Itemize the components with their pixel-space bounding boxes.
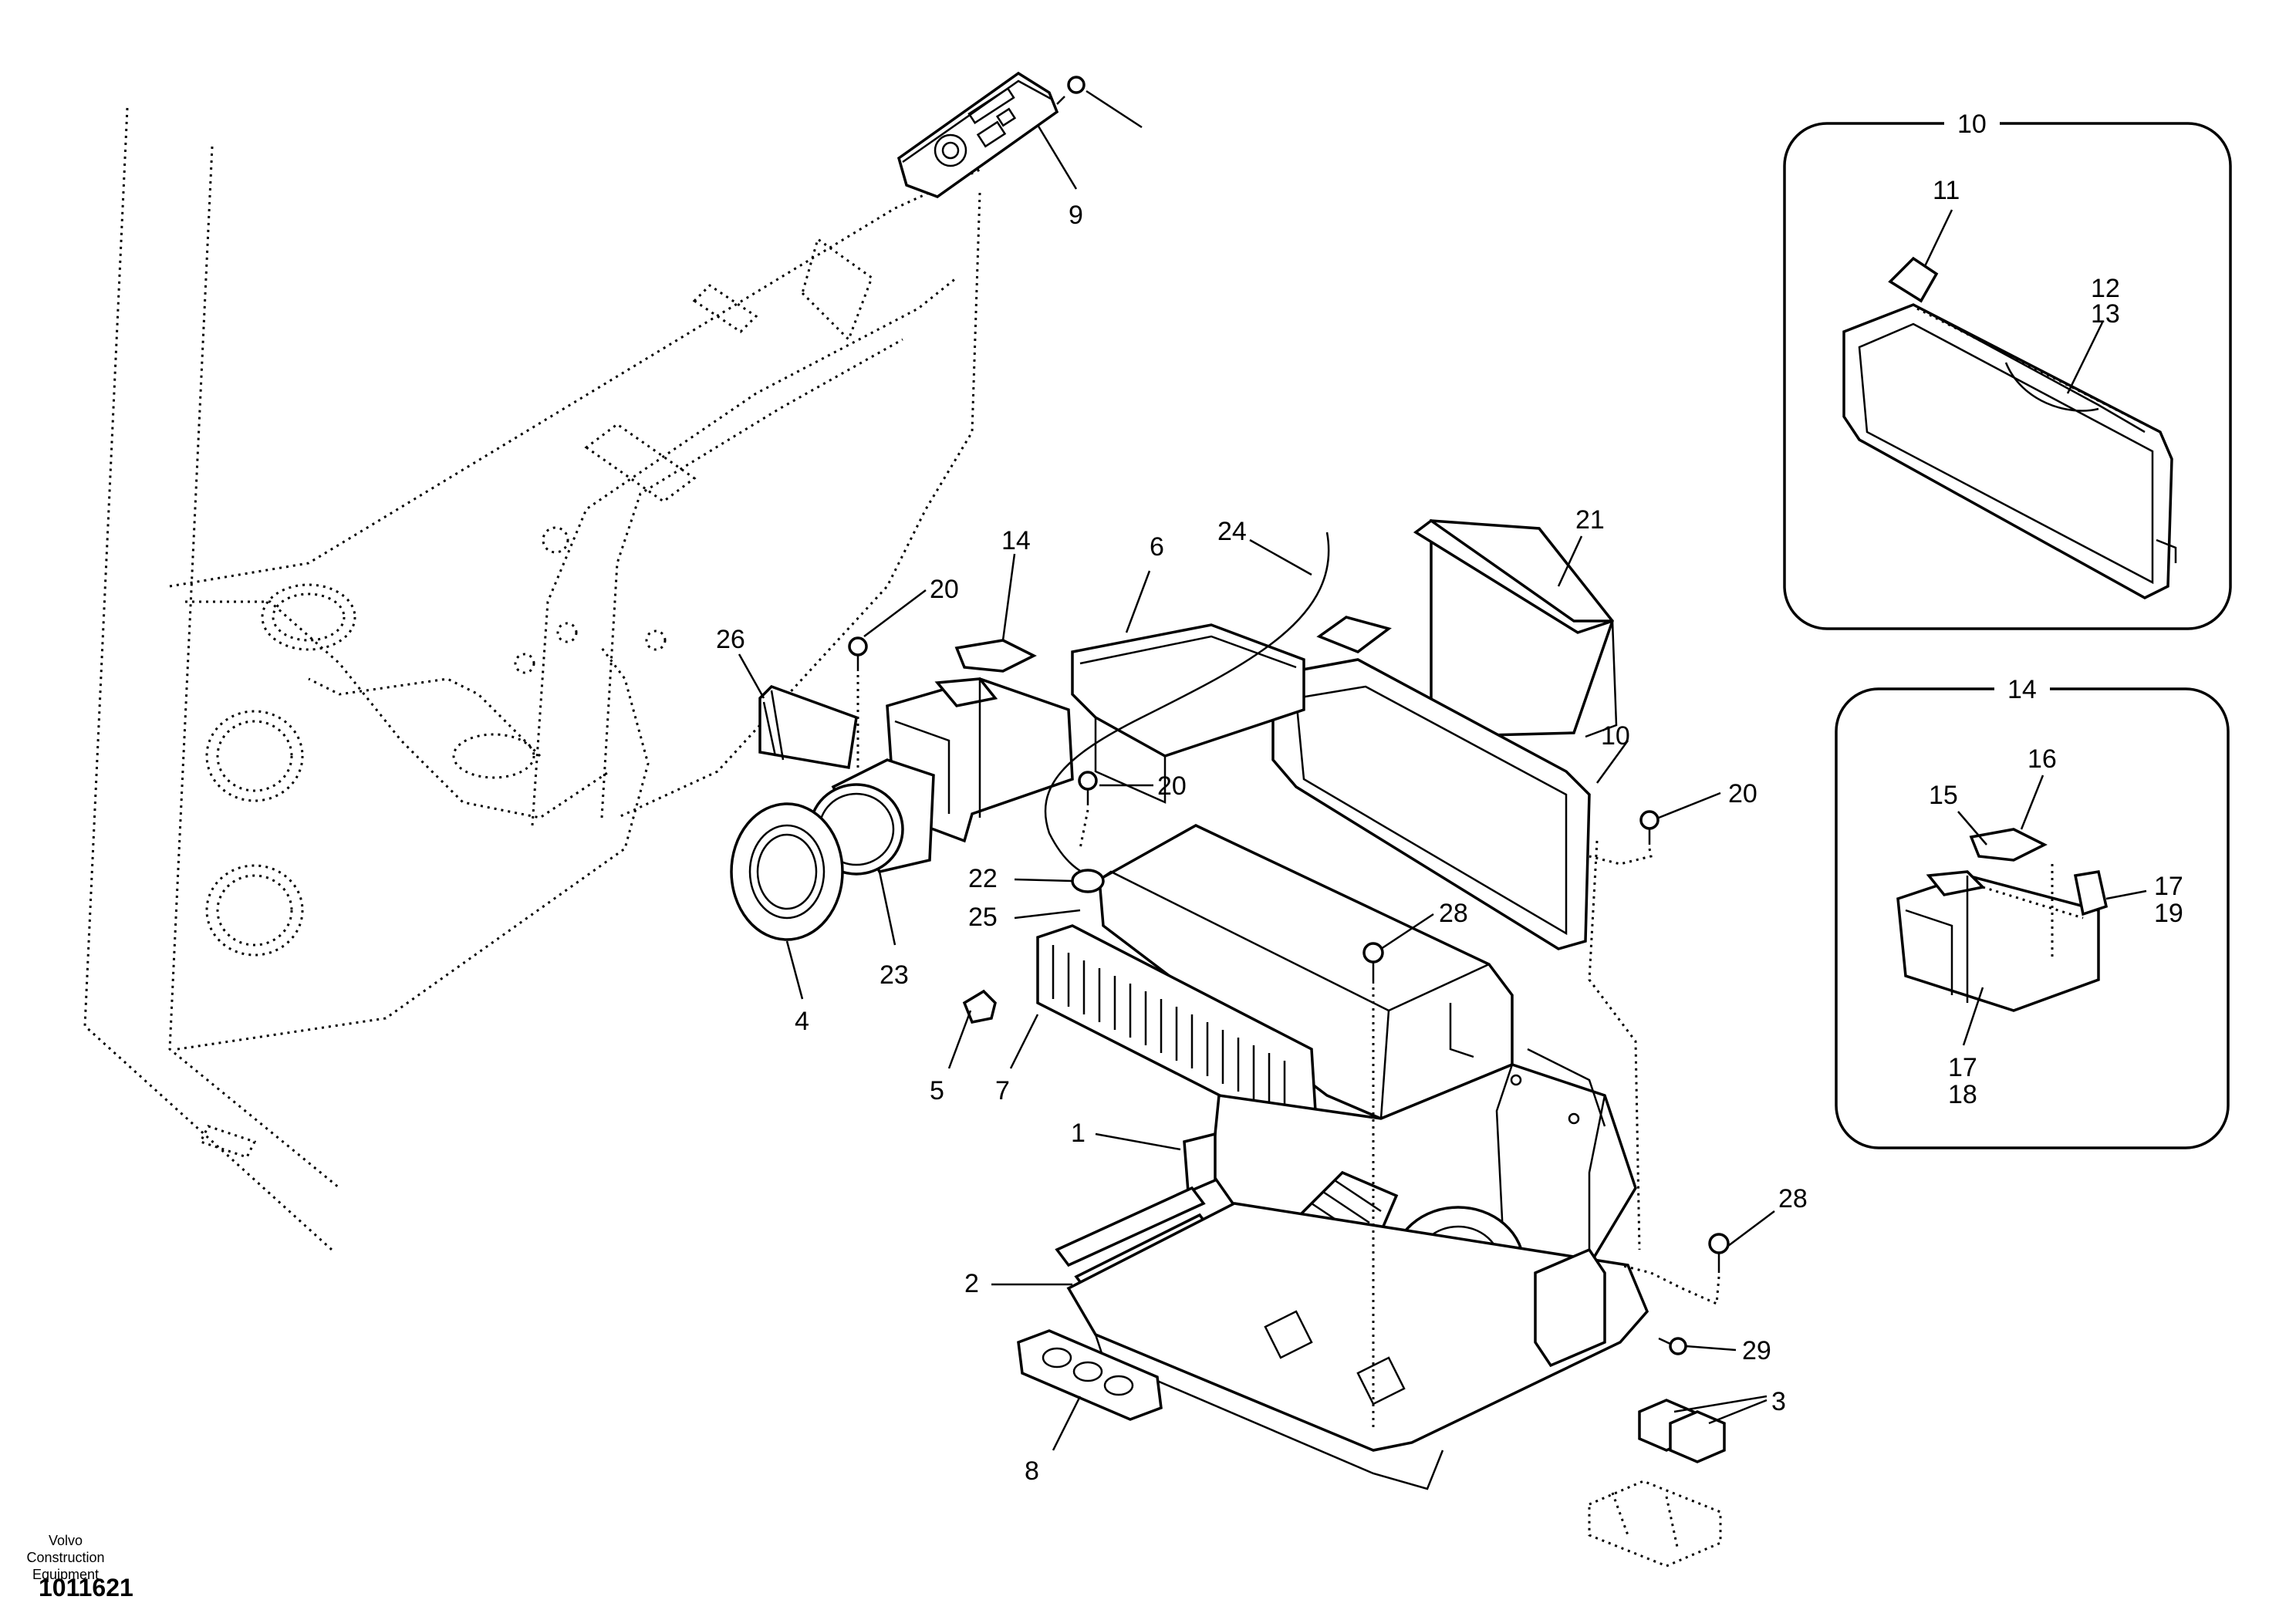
callout-25: 26 — [716, 625, 745, 654]
callout-23: 24 — [1217, 517, 1247, 546]
cab-wall-outline — [83, 107, 981, 1251]
callout-21: 21 — [1575, 505, 1605, 535]
bolt-20c — [1589, 810, 1660, 866]
inset-10-callout-13: 13 — [2091, 299, 2120, 329]
relays-3 — [1588, 1399, 1726, 1568]
cable-23 — [1044, 532, 1330, 881]
inset-10-title: 10 — [1957, 110, 1987, 139]
inlet-housing — [1271, 616, 1591, 950]
callout-28b: 28 — [1778, 1184, 1808, 1213]
callout-24: 23 — [880, 960, 909, 990]
callout-10: 10 — [1601, 721, 1630, 751]
callout-29: 29 — [1742, 1336, 1771, 1365]
guide-lines — [856, 675, 1641, 1250]
inset-14-callout-17-bottom: 17 — [1948, 1053, 1977, 1082]
inset-14: 14 15 16 17 19 17 18 — [1835, 673, 2230, 1149]
callout-1: 1 — [1071, 1119, 1086, 1148]
bolt-28b — [1619, 1233, 1730, 1306]
callout-4: 4 — [795, 1007, 809, 1036]
grommet-22 — [1071, 869, 1105, 893]
callout-26: 25 — [968, 903, 998, 932]
main-callouts: 9 14 6 24 21 20 26 20 10 20 22 25 23 4 5… — [716, 201, 1808, 1486]
document-number: 1011621 — [39, 1574, 133, 1601]
callout-22: 22 — [968, 864, 998, 893]
inset-14-callout-17-top: 17 — [2154, 872, 2183, 901]
duct-6 — [1071, 623, 1305, 804]
bolt-28a — [1362, 942, 1384, 1427]
screw-27 — [1056, 76, 1086, 105]
callout-14: 14 — [1001, 526, 1031, 555]
callout-20b: 20 — [1157, 771, 1187, 801]
inset-14-callout-15: 15 — [1929, 781, 1958, 810]
callout-7: 7 — [995, 1076, 1010, 1105]
inset-14-callout-18: 18 — [1948, 1080, 1977, 1109]
bolt-29 — [1658, 1337, 1687, 1355]
heater-unit — [1036, 824, 1649, 1490]
callout-3: 3 — [1771, 1387, 1786, 1416]
company-name: Volvo Construction Equipment — [26, 1533, 105, 1582]
leader-lines — [738, 89, 1775, 1451]
inset-14-callout-16: 16 — [2028, 744, 2057, 774]
knob-5 — [962, 989, 997, 1024]
callout-9: 9 — [1069, 201, 1083, 230]
inset-10-callout-11: 11 — [1933, 176, 1960, 205]
bolt-20a — [848, 636, 868, 671]
filter-panel — [1413, 518, 1618, 738]
inset-10: 10 11 12 13 — [1783, 108, 2232, 630]
inset-14-title: 14 — [2007, 675, 2037, 704]
bolt-20b — [1078, 771, 1098, 805]
control-panel — [896, 71, 1059, 198]
callout-8: 8 — [1025, 1456, 1039, 1486]
ring-25 — [758, 684, 858, 770]
callout-20a: 20 — [930, 575, 959, 604]
inset-10-callout-12: 12 — [2091, 274, 2120, 303]
callout-28a: 28 — [1439, 899, 1468, 928]
grille-8 — [1017, 1329, 1163, 1421]
callout-6: 6 — [1150, 532, 1164, 562]
callout-2: 2 — [964, 1269, 979, 1298]
inset-14-callout-19: 19 — [2154, 899, 2183, 928]
callout-20c: 20 — [1728, 779, 1757, 808]
face-ring-4 — [730, 802, 844, 941]
callout-5: 5 — [930, 1076, 944, 1105]
